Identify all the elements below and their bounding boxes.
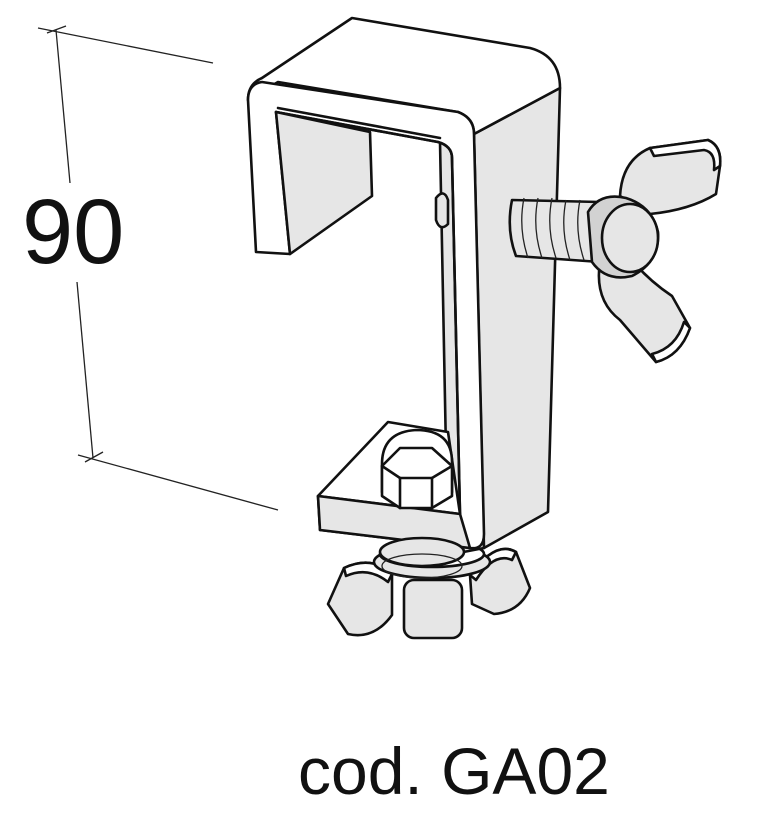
product-code: cod. GA02 [298,734,610,808]
bottom-washers [378,536,466,579]
side-screw [434,192,602,264]
side-wing-nut [586,138,722,364]
dimension-value: 90 [22,181,125,283]
dimension-lines [37,25,279,511]
hex-bolt [380,428,454,510]
hook-body [246,16,562,557]
